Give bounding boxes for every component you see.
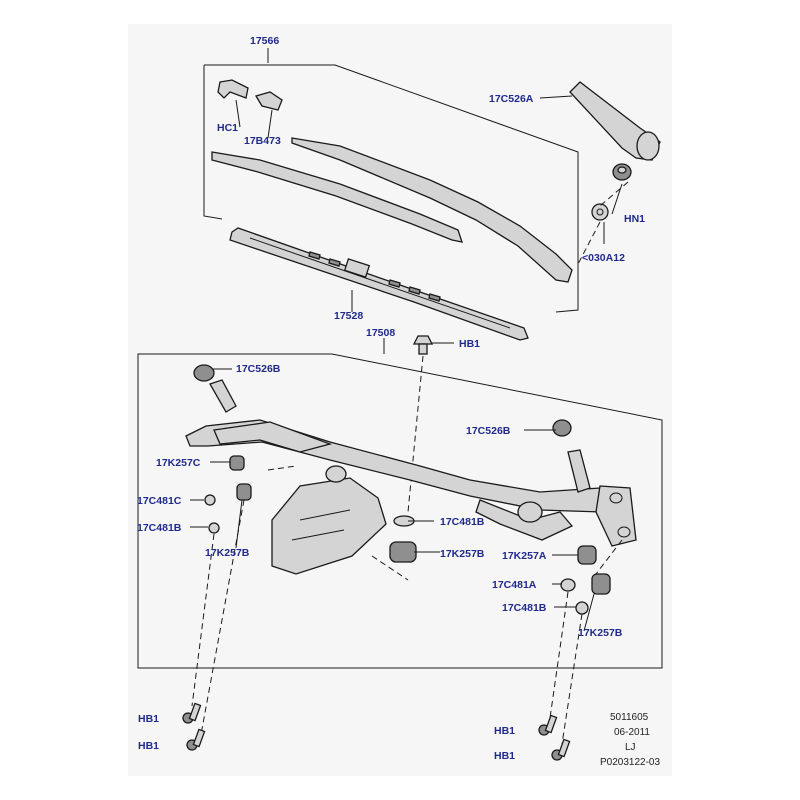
- 17c526a-cap-end: [636, 131, 660, 161]
- label-hb1-top: HB1: [459, 338, 480, 350]
- left-mounting-dashed-axes: [191, 499, 245, 741]
- hb1-bottom-right-bolt-1: [538, 714, 558, 736]
- label-17508: 17508: [366, 327, 395, 339]
- label-17c481b-left: 17C481B: [137, 522, 182, 534]
- label-17c481b-right: 17C481B: [502, 602, 547, 614]
- linkage-left-bracket: [213, 421, 333, 453]
- hb1-bottom-right-bolt-2: [551, 738, 571, 761]
- 17c481c-bush: [204, 494, 216, 506]
- label-hb1-bottom-left-1: HB1: [138, 713, 159, 725]
- hb1-top-bolt-head: [412, 335, 434, 345]
- hb1-top-dashed-axis: [407, 355, 424, 513]
- label-17c526b-right: 17C526B: [466, 425, 511, 437]
- 17k257b-middle-grommet: [389, 541, 417, 563]
- linkage-assembly-bracket: [137, 338, 663, 669]
- drive-crank-joint: [517, 501, 543, 523]
- wiper-blade-adapter: [343, 258, 371, 278]
- meta-reference: 5011605: [610, 712, 649, 723]
- wiper-blade-slots: [308, 251, 441, 302]
- motor-dashed-leaders: [267, 465, 409, 581]
- 17c481b-right-bush: [575, 601, 589, 615]
- 17k257b-right-grommet: [591, 573, 611, 595]
- label-17k257b-right: 17K257B: [578, 627, 623, 639]
- label-hc1: HC1: [217, 122, 238, 134]
- label-17c481c: 17C481C: [137, 495, 182, 507]
- right-mounting-dashed-axes: [549, 539, 623, 745]
- left-pivot-spindle: [209, 379, 237, 413]
- part-leader-lines: [190, 95, 623, 632]
- hc1-clip: [217, 79, 249, 99]
- hb1-bottom-left-bolt-2: [186, 728, 206, 751]
- 17b473-clip: [255, 91, 283, 111]
- hn1-nut-bore: [617, 166, 627, 174]
- label-17c526a: 17C526A: [489, 93, 534, 105]
- label-17566: 17566: [250, 35, 279, 47]
- wiper-motor-body: [271, 477, 387, 575]
- 17c526b-left-cap: [193, 364, 215, 382]
- 17c481b-left-bush: [208, 522, 220, 534]
- hb1-top-bolt-shank: [418, 343, 428, 355]
- meta-figure-number: P0203122-03: [600, 757, 660, 768]
- 030a12-washer-hole: [596, 208, 604, 216]
- wiper-blade: [229, 227, 529, 341]
- label-17k257c: 17K257C: [156, 457, 201, 469]
- label-17b473: 17B473: [244, 135, 281, 147]
- motor-crank-pivot: [325, 465, 347, 483]
- wiper-motor-detail: [291, 509, 351, 541]
- meta-date: 06-2011: [614, 727, 650, 738]
- right-plate-hole-upper: [609, 492, 623, 504]
- meta-code: LJ: [625, 742, 636, 753]
- wiper-arm-spoiler: [211, 151, 463, 243]
- wiper-blade-rail: [249, 237, 511, 329]
- label-hb1-bottom-right-2: HB1: [494, 750, 515, 762]
- 030a12-washer: [591, 203, 609, 221]
- right-pivot-spindle: [567, 449, 591, 493]
- hb1-bottom-left-bolt-1: [182, 702, 202, 724]
- label-17c481a: 17C481A: [492, 579, 537, 591]
- label-hb1-bottom-right-1: HB1: [494, 725, 515, 737]
- label-17k257b-middle: 17K257B: [440, 548, 485, 560]
- label-17c481b-middle: 17C481B: [440, 516, 485, 528]
- wiper-arm-assembly-bracket: [203, 48, 579, 313]
- right-plate-hole-lower: [617, 526, 631, 538]
- label-17k257b-left: 17K257B: [205, 547, 250, 559]
- 17c526b-right-cap: [552, 419, 572, 437]
- label-17c526b-left: 17C526B: [236, 363, 281, 375]
- 17k257b-left-grommet: [236, 483, 252, 501]
- label-hb1-bottom-left-2: HB1: [138, 740, 159, 752]
- label-030a12: <030A12: [582, 252, 625, 264]
- label-17528: 17528: [334, 310, 363, 322]
- label-hn1: HN1: [624, 213, 645, 225]
- right-mounting-plate: [595, 485, 637, 547]
- 17k257c-grommet: [229, 455, 245, 471]
- 17c481a-bush: [560, 578, 576, 592]
- hn1-leader-dashed: [577, 181, 629, 265]
- label-17k257a: 17K257A: [502, 550, 547, 562]
- 17k257a-grommet: [577, 545, 597, 565]
- wiper-arm: [291, 137, 573, 283]
